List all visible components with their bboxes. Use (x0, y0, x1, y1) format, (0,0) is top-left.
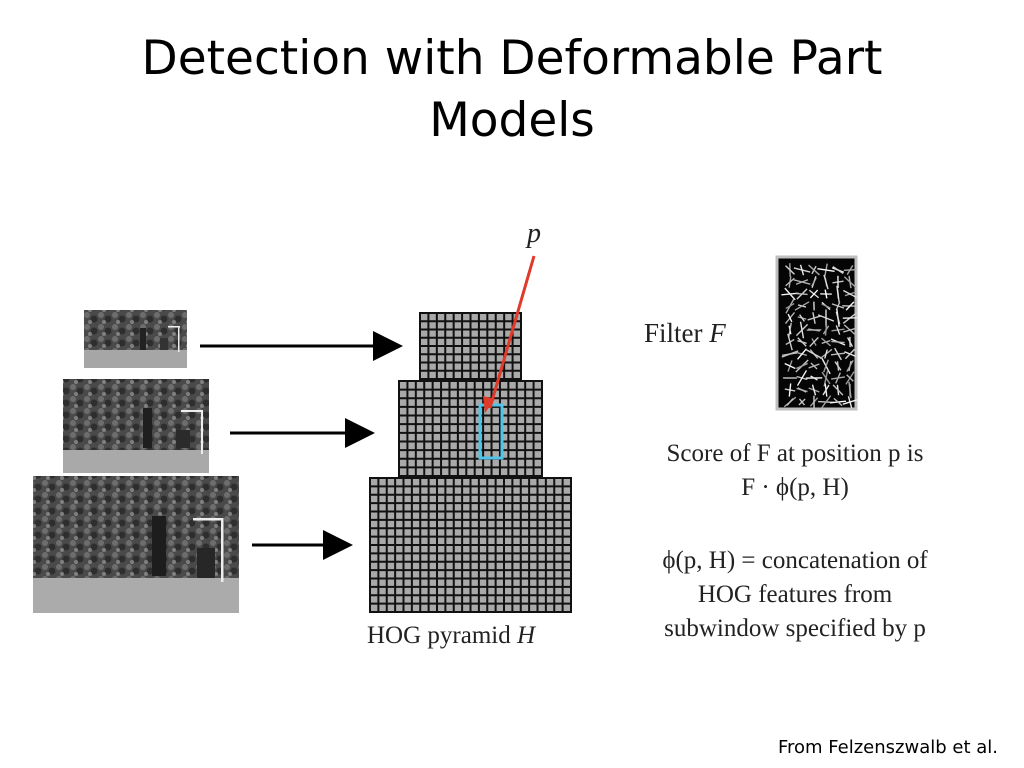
slide-title-line-1: Detection with Deformable Part (141, 31, 883, 86)
pyramid-arrows (200, 331, 403, 560)
phi-line-1: ϕ(p, H) = concatenation of (662, 547, 928, 574)
hog-grid-large (369, 477, 572, 613)
image-pyramid (33, 310, 239, 613)
credit-text: From Felzenszwalb et al. (777, 737, 998, 758)
score-line-2: F · ϕ(p, H) (741, 474, 849, 501)
filter-label: Filter F (644, 318, 726, 349)
phi-text: ϕ(p, H) = concatenation of HOG features … (610, 544, 980, 646)
hog-grid-small (419, 312, 522, 380)
position-arrow-head (483, 396, 495, 413)
photo-large (33, 476, 239, 613)
score-line-1: Score of F at position p is (666, 440, 924, 467)
hog-grid-medium (398, 380, 543, 477)
slide-title: Detection with Deformable Part Models (40, 28, 984, 152)
pyramid-caption-text: HOG pyramid (367, 622, 517, 649)
photo-small (84, 310, 187, 368)
phi-line-3: subwindow specified by p (664, 615, 926, 642)
filter-label-var: F (709, 318, 726, 348)
position-label: p (527, 218, 541, 249)
filter-visualization (775, 255, 858, 411)
filter-label-text: Filter (644, 318, 710, 348)
phi-line-2: HOG features from (697, 581, 893, 608)
pyramid-caption: HOG pyramid H (367, 622, 535, 650)
position-arrow (488, 255, 536, 409)
slide-title-line-2: Models (429, 93, 595, 148)
pyramid-caption-var: H (516, 622, 536, 649)
score-text: Score of F at position p is F · ϕ(p, H) (620, 437, 970, 505)
photo-medium (63, 379, 209, 473)
